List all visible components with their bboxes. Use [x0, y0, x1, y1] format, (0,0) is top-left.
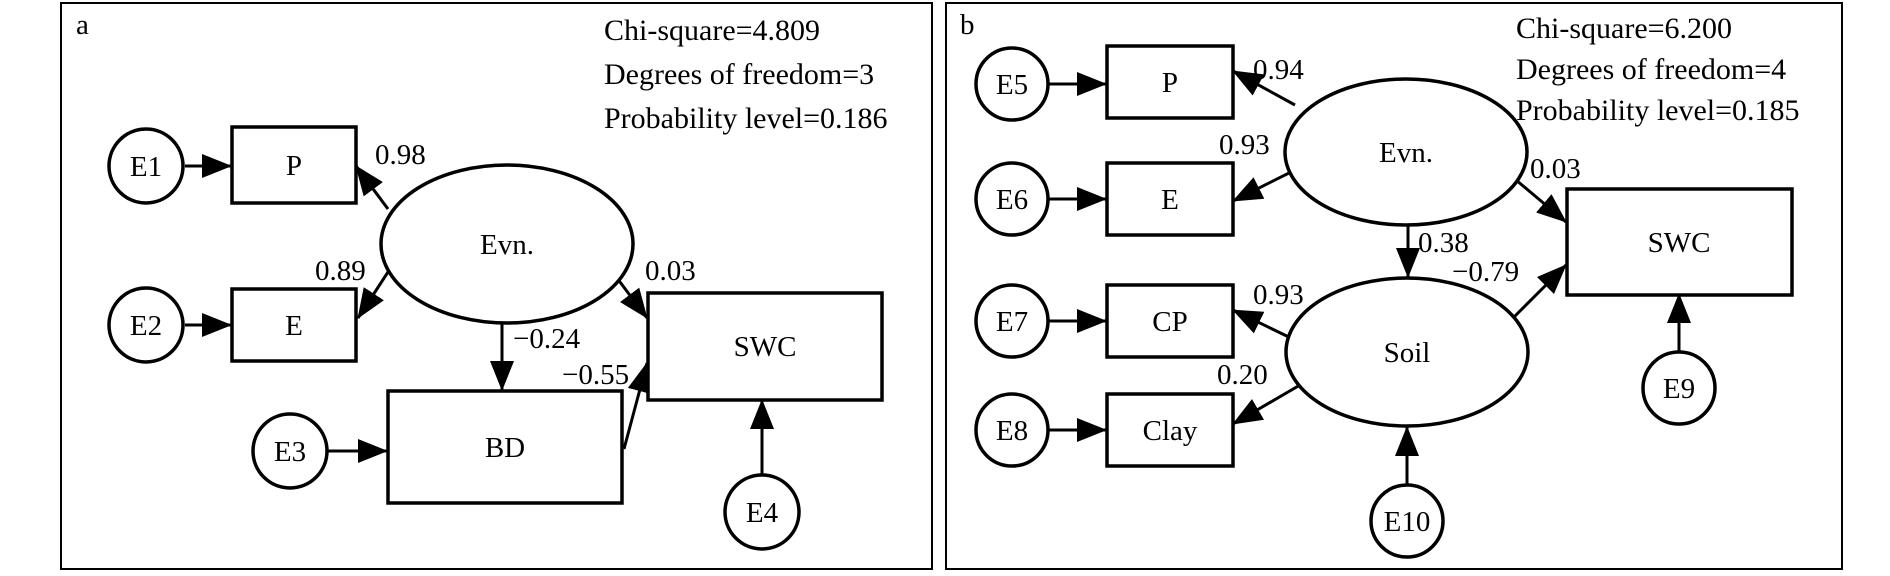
node-evn-label: Evn.: [480, 229, 534, 261]
node-e2-label: E2: [130, 310, 162, 342]
edge-evn-p: [354, 165, 390, 210]
chi-square-stat: Chi-square=6.200: [1516, 12, 1732, 45]
node-e3: E3: [251, 412, 329, 490]
node-e7: E7: [974, 283, 1050, 359]
edge-evn-e: [356, 271, 390, 319]
node-swc-label: SWC: [734, 331, 797, 363]
node-bd-label: BD: [485, 432, 525, 464]
node-e1-label: E1: [130, 151, 162, 183]
node-p-label: P: [286, 150, 302, 182]
node-soil-label: Soil: [1384, 337, 1431, 369]
coef-evn-p: 0.94: [1253, 54, 1304, 86]
panel-b-tag: b: [960, 9, 975, 41]
coef-soil-clay: 0.20: [1217, 359, 1268, 391]
node-e7-label: E7: [996, 306, 1028, 338]
coef-soil-swc: −0.79: [1452, 256, 1519, 288]
node-cp: CP: [1105, 283, 1235, 359]
coef-evn-e: 0.89: [315, 255, 366, 287]
panel-a-tag: a: [76, 9, 89, 41]
node-e6-label: E6: [996, 184, 1028, 216]
node-evn: Evn.: [1283, 77, 1529, 227]
coef-evn-swc: 0.03: [645, 255, 696, 287]
node-cp-label: CP: [1152, 306, 1187, 338]
probability-level-stat: Probability level=0.185: [1516, 94, 1800, 127]
node-e4: E4: [723, 473, 801, 551]
node-p: P: [230, 125, 358, 205]
edge-evn-e: [1232, 168, 1296, 203]
node-e10: E10: [1369, 483, 1445, 559]
coef-evn-soil: 0.38: [1418, 227, 1469, 259]
degrees-of-freedom-stat: Degrees of freedom=3: [604, 58, 874, 91]
node-p: P: [1105, 44, 1235, 120]
edge-evn-swc: [1515, 178, 1567, 224]
coef-soil-cp: 0.93: [1253, 279, 1304, 311]
node-evn: Evn.: [379, 163, 635, 325]
node-e3-label: E3: [274, 436, 306, 468]
node-soil: Soil: [1284, 276, 1530, 428]
node-e-label: E: [1161, 184, 1179, 216]
node-e5-label: E5: [996, 69, 1028, 101]
node-e1: E1: [107, 127, 185, 205]
node-evn-label: Evn.: [1379, 137, 1433, 169]
node-e: E: [1105, 161, 1235, 237]
node-clay: Clay: [1105, 392, 1235, 468]
node-e4-label: E4: [746, 497, 779, 529]
node-e8-label: E8: [996, 415, 1028, 447]
probability-level-stat: Probability level=0.186: [604, 102, 888, 135]
coef-bd-swc: −0.55: [562, 359, 629, 391]
node-clay-label: Clay: [1143, 415, 1198, 447]
node-e5: E5: [974, 46, 1050, 122]
panel-a-stats: Chi-square=4.809 Degrees of freedom=3 Pr…: [604, 14, 888, 135]
node-e9-label: E9: [1663, 373, 1695, 405]
node-swc-label: SWC: [1648, 227, 1711, 259]
node-p-label: P: [1162, 67, 1178, 99]
panel-b-stats: Chi-square=6.200 Degrees of freedom=4 Pr…: [1516, 12, 1800, 127]
edge-soil-cp: [1232, 308, 1296, 342]
edge-soil-clay: [1232, 383, 1301, 426]
coef-evn-e: 0.93: [1219, 129, 1270, 161]
node-e9: E9: [1641, 350, 1717, 426]
node-swc: SWC: [646, 291, 884, 402]
panel-a: a Chi-square=4.809 Degrees of freedom=3 …: [60, 2, 933, 570]
coef-evn-p: 0.98: [375, 139, 426, 171]
edge-evn-swc: [615, 277, 649, 319]
node-e2: E2: [107, 286, 185, 364]
node-e6: E6: [974, 161, 1050, 237]
panel-b: b Chi-square=6.200 Degrees of freedom=4 …: [945, 2, 1843, 570]
edge-bd-swc: [622, 362, 652, 450]
coef-evn-swc: 0.03: [1530, 153, 1581, 185]
node-e8: E8: [974, 392, 1050, 468]
chi-square-stat: Chi-square=4.809: [604, 14, 820, 47]
coef-evn-bd: −0.24: [513, 323, 581, 355]
degrees-of-freedom-stat: Degrees of freedom=4: [1516, 53, 1786, 86]
node-e: E: [230, 287, 358, 363]
node-swc: SWC: [1565, 187, 1794, 297]
node-e-label: E: [285, 310, 303, 342]
edge-soil-swc: [1510, 263, 1568, 321]
node-bd: BD: [386, 389, 624, 505]
node-e10-label: E10: [1384, 506, 1431, 538]
edge-evn-p: [1232, 69, 1296, 107]
